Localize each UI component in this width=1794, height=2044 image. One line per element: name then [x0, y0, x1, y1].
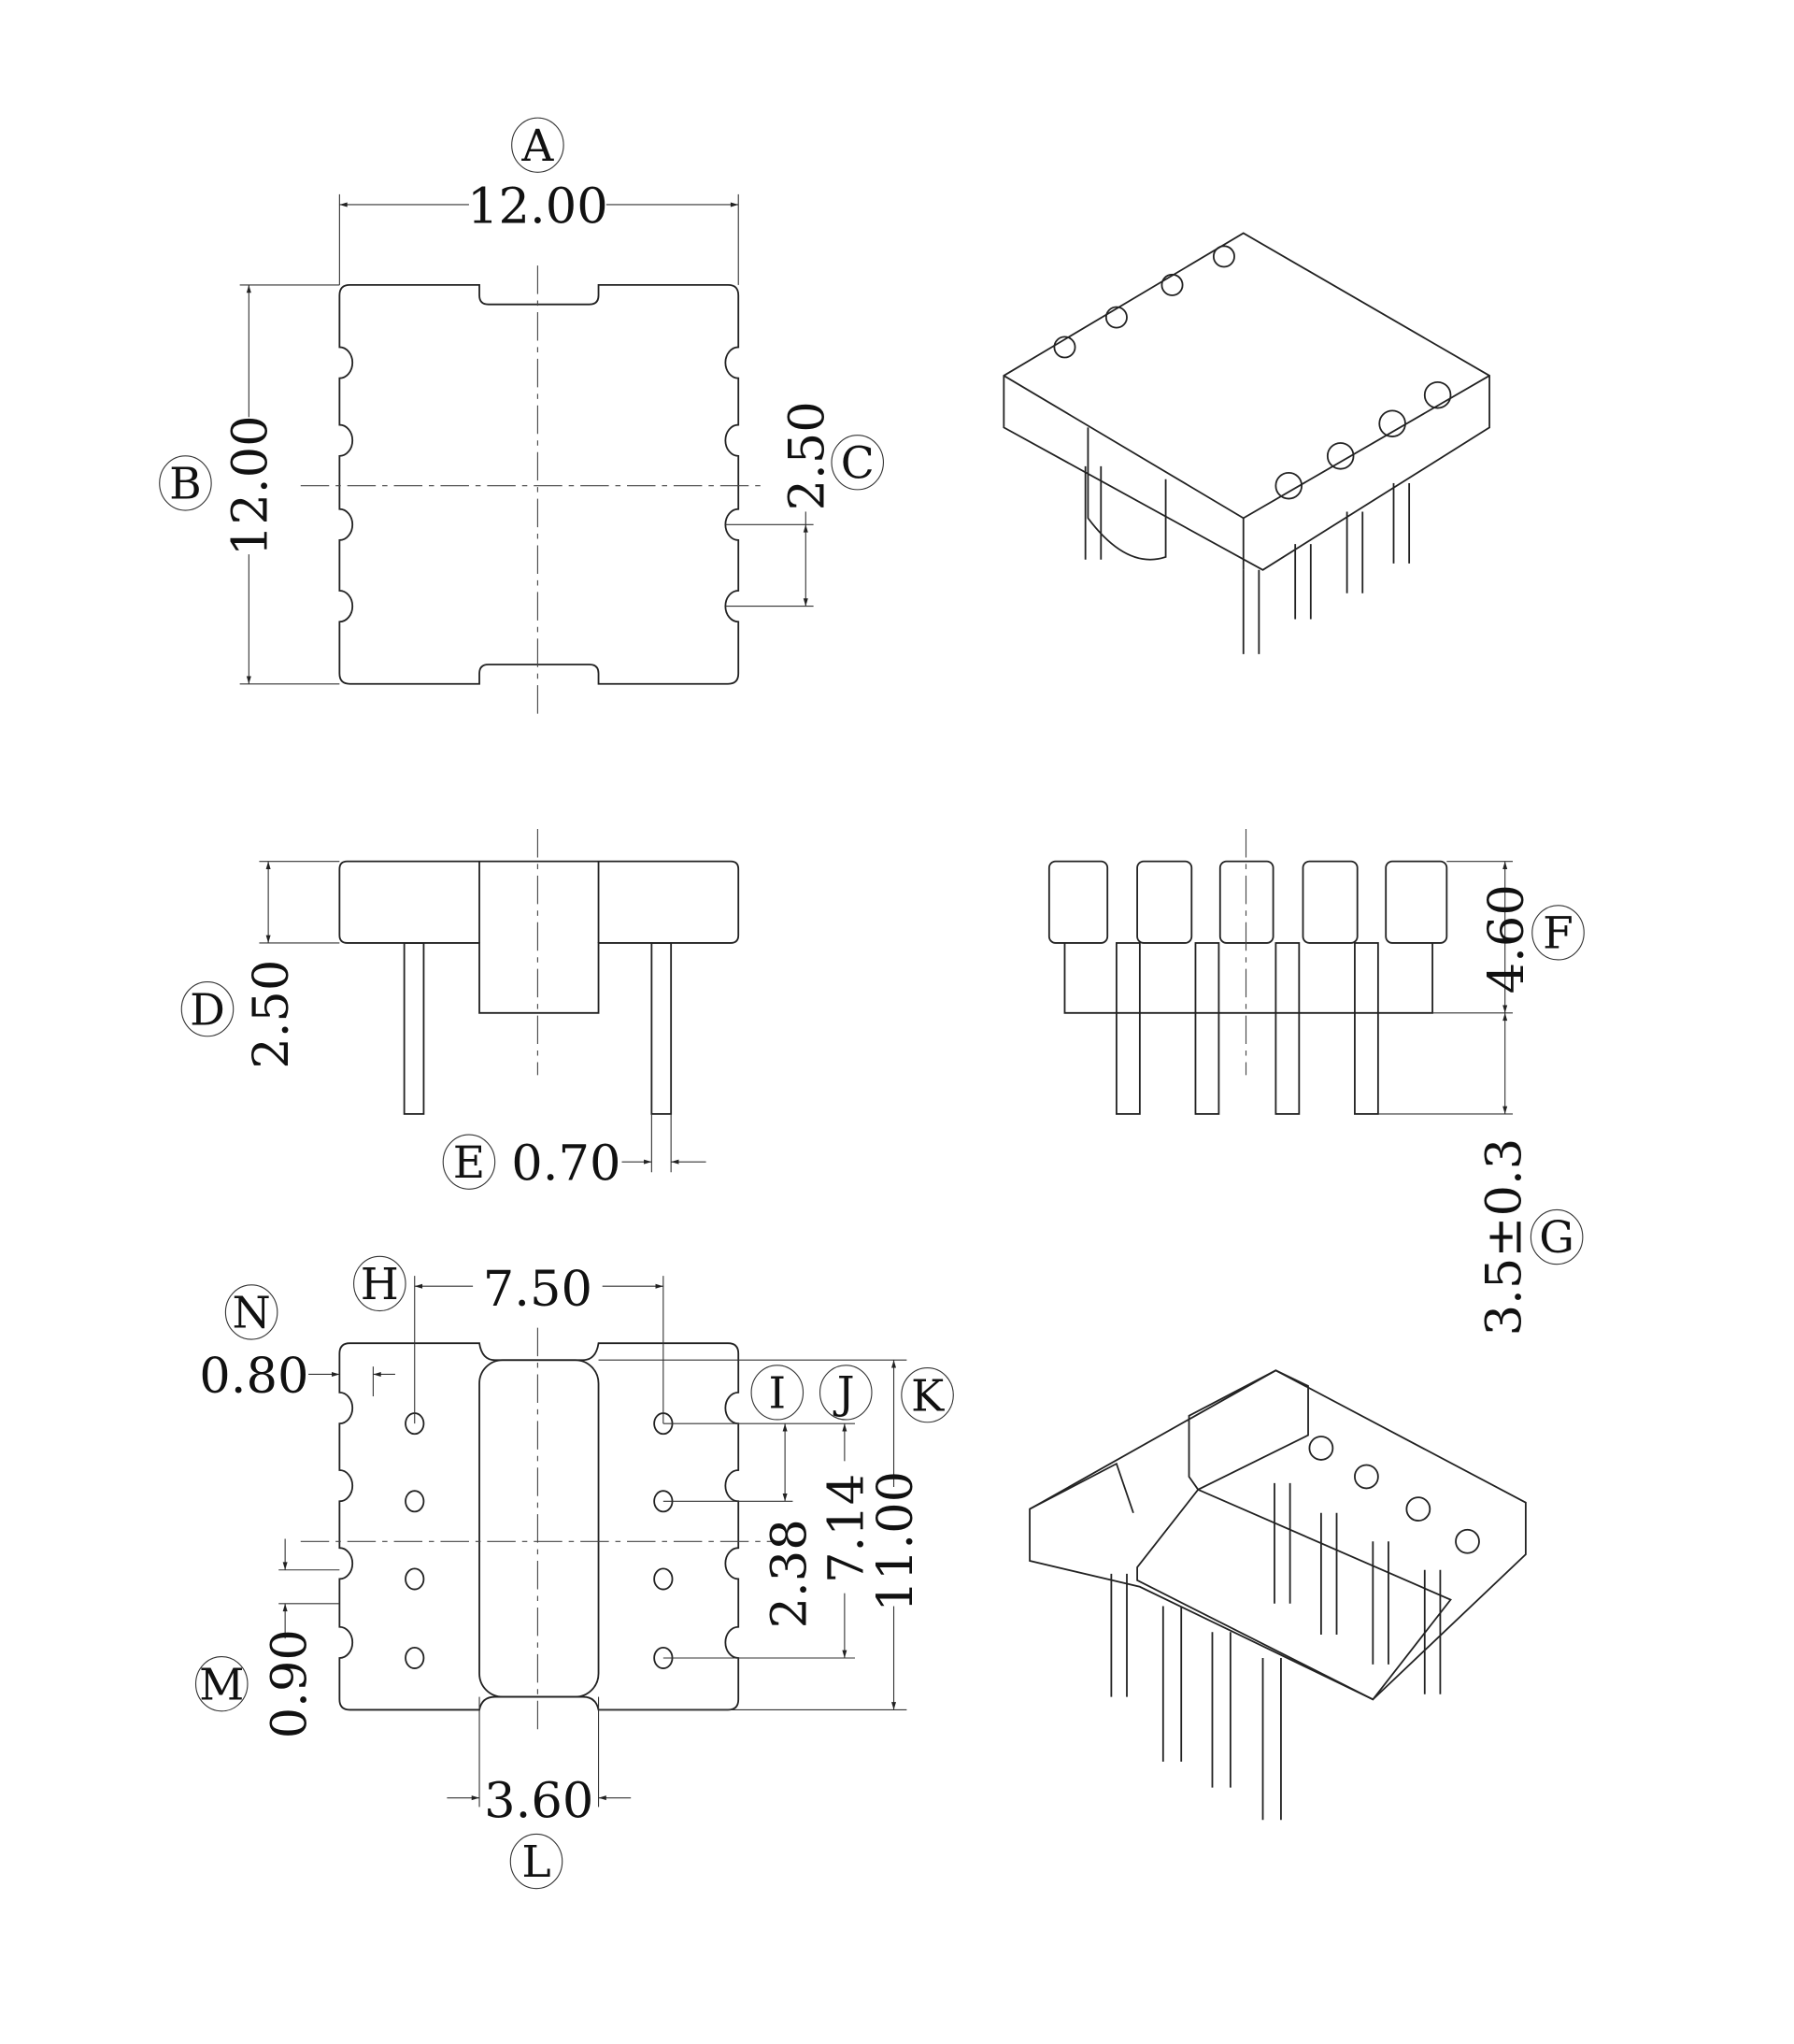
dim-n-value: 0.80 [199, 1348, 308, 1405]
dim-e-value: 0.70 [511, 1136, 620, 1193]
label-a: A [520, 121, 554, 172]
label-m: M [199, 1659, 244, 1710]
dim-d-value: 2.50 [243, 960, 300, 1069]
dim-g-value: 3.5±0.3 [1475, 1138, 1532, 1336]
side-view: 4.60 F 3.5±0.3 G [1047, 828, 1585, 1336]
isometric-view-top [1003, 232, 1490, 654]
dim-j-value: 7.14 [818, 1474, 875, 1583]
label-e: E [453, 1137, 485, 1189]
label-j: J [833, 1368, 855, 1420]
label-l: L [521, 1837, 550, 1888]
dim-a-value: 12.00 [467, 178, 608, 235]
dim-c-value: 2.50 [779, 401, 836, 510]
label-i: I [768, 1368, 786, 1420]
label-n: N [232, 1288, 270, 1339]
bottom-view: 7.50 H 0.80 N 2.38 7.14 11.00 I J K 0.90… [194, 1255, 954, 1890]
isometric-view-bottom [1029, 1369, 1527, 1821]
dim-f-value: 4.60 [1478, 884, 1535, 993]
dim-m-value: 0.90 [261, 1629, 318, 1738]
label-h: H [361, 1259, 399, 1310]
dim-b-value: 12.00 [222, 415, 279, 556]
front-view: 2.50 D 0.70 E [180, 828, 740, 1193]
dim-l-value: 3.60 [484, 1772, 593, 1829]
label-g: G [1539, 1212, 1574, 1264]
dim-i-value: 2.38 [761, 1519, 818, 1628]
top-view: 12.00 A 12.00 B 2.50 C [159, 117, 885, 716]
label-c: C [841, 437, 875, 489]
dim-k-value: 11.00 [867, 1471, 924, 1612]
label-d: D [190, 984, 225, 1036]
label-f: F [1543, 908, 1573, 960]
label-b: B [169, 459, 202, 510]
dim-h-value: 7.50 [483, 1261, 592, 1318]
label-k: K [911, 1370, 945, 1422]
